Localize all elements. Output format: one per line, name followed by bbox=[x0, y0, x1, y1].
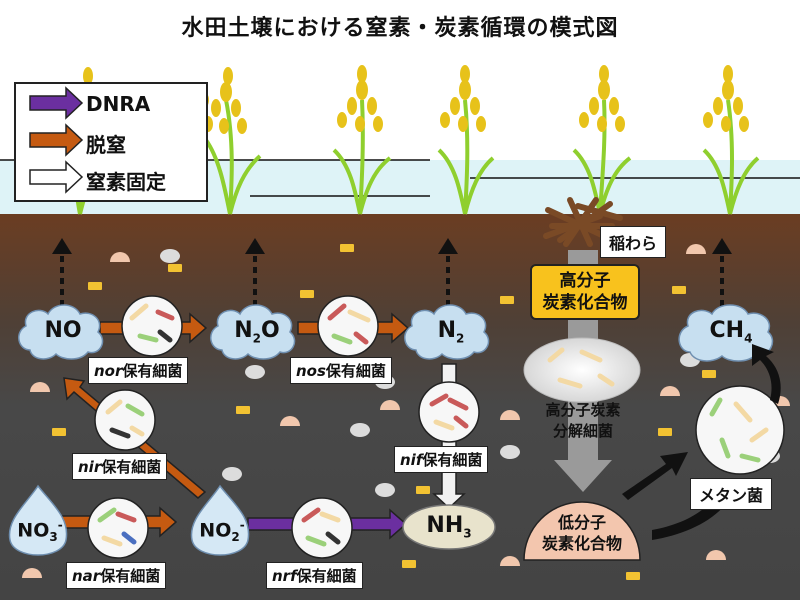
low-mw-carbon-label: 低分子 炭素化合物 bbox=[528, 512, 636, 554]
ch4-label: CH4 bbox=[709, 318, 753, 346]
legend-dnra-label: DNRA bbox=[86, 92, 151, 116]
nir-bacteria-label: nir保有細菌 bbox=[72, 453, 168, 480]
low-mw-to-methanogen-arrow bbox=[622, 452, 688, 500]
nar-bacteria-label: nar保有細菌 bbox=[66, 562, 167, 589]
rice-plant bbox=[702, 65, 760, 215]
nor-bacteria-circle bbox=[121, 295, 183, 357]
gas-clouds bbox=[18, 304, 774, 362]
nrf-bacteria-label: nrf保有細菌 bbox=[266, 562, 363, 589]
nir-bacteria-circle bbox=[94, 389, 156, 451]
methanogen-to-ch4-arrow bbox=[752, 344, 781, 404]
low-mw-mound bbox=[523, 501, 641, 561]
methane-pathway-arrows bbox=[622, 344, 781, 540]
nrf-bacteria-circle bbox=[291, 497, 353, 559]
rice-plant bbox=[572, 65, 632, 215]
low-mw-line2: 炭素化合物 bbox=[541, 534, 622, 553]
rice-straw-label: 稲わら bbox=[600, 226, 667, 258]
legend-arrow-layer bbox=[29, 86, 84, 194]
decomposer-label: 高分子炭素 分解細菌 bbox=[528, 400, 638, 442]
n2o-label: N2O bbox=[234, 318, 280, 346]
legend-nitrogen-fixation-label: 窒素固定 bbox=[86, 170, 166, 194]
no2-label: NO2- bbox=[199, 518, 245, 545]
rice-plant bbox=[332, 65, 392, 215]
no-cloud bbox=[18, 304, 104, 360]
nos-bacteria-circle bbox=[317, 295, 379, 357]
no2-droplet bbox=[190, 484, 250, 556]
nif-bacteria-circle bbox=[418, 381, 480, 443]
rice-straw bbox=[543, 197, 623, 247]
gas-emission-arrows bbox=[52, 238, 732, 306]
legend-arrows bbox=[29, 86, 84, 194]
rice-plant bbox=[437, 65, 495, 215]
no3-label: NO3- bbox=[17, 518, 63, 545]
n2o-cloud bbox=[210, 304, 296, 360]
decomposer-blob bbox=[523, 337, 641, 403]
nh3-ellipse bbox=[402, 504, 496, 550]
page-title: 水田土壌における窒素・炭素循環の模式図 bbox=[181, 16, 619, 41]
legend-denitrification-label: 脱窒 bbox=[86, 133, 126, 157]
bacteria-cells bbox=[97, 303, 769, 547]
n2-label: N2 bbox=[437, 318, 465, 346]
legend-nitrogen-fixation-arrow bbox=[29, 160, 84, 194]
nos-bacteria-label: nos保有細菌 bbox=[290, 357, 392, 384]
high-mw-line2: 炭素化合物 bbox=[542, 293, 628, 313]
high-mw-line1: 高分子 bbox=[559, 271, 611, 291]
no3-droplet bbox=[8, 484, 68, 556]
nif-bacteria-label: nif保有細菌 bbox=[394, 446, 489, 473]
n2-cloud bbox=[404, 304, 490, 360]
methanogen-label: メタン菌 bbox=[690, 478, 773, 510]
legend-denitrification-arrow bbox=[29, 123, 84, 157]
decomposer-line2: 分解細菌 bbox=[552, 422, 613, 440]
nor-bacteria-label: nor保有細菌 bbox=[88, 357, 189, 384]
methanogen-to-low-mw-arrow bbox=[652, 480, 738, 540]
low-mw-line1: 低分子 bbox=[557, 513, 606, 532]
decomposer-line1: 高分子炭素 bbox=[545, 401, 621, 419]
legend: DNRA 脱窒 窒素固定 bbox=[14, 82, 208, 202]
nar-bacteria-circle bbox=[87, 497, 149, 559]
droplets bbox=[8, 484, 250, 556]
nh3-label: NH3 bbox=[426, 513, 472, 541]
legend-dnra-arrow bbox=[29, 86, 84, 120]
ch4-cloud bbox=[678, 304, 774, 362]
no-label: NO bbox=[44, 318, 82, 343]
high-mw-carbon-box: 高分子 炭素化合物 bbox=[530, 264, 640, 320]
